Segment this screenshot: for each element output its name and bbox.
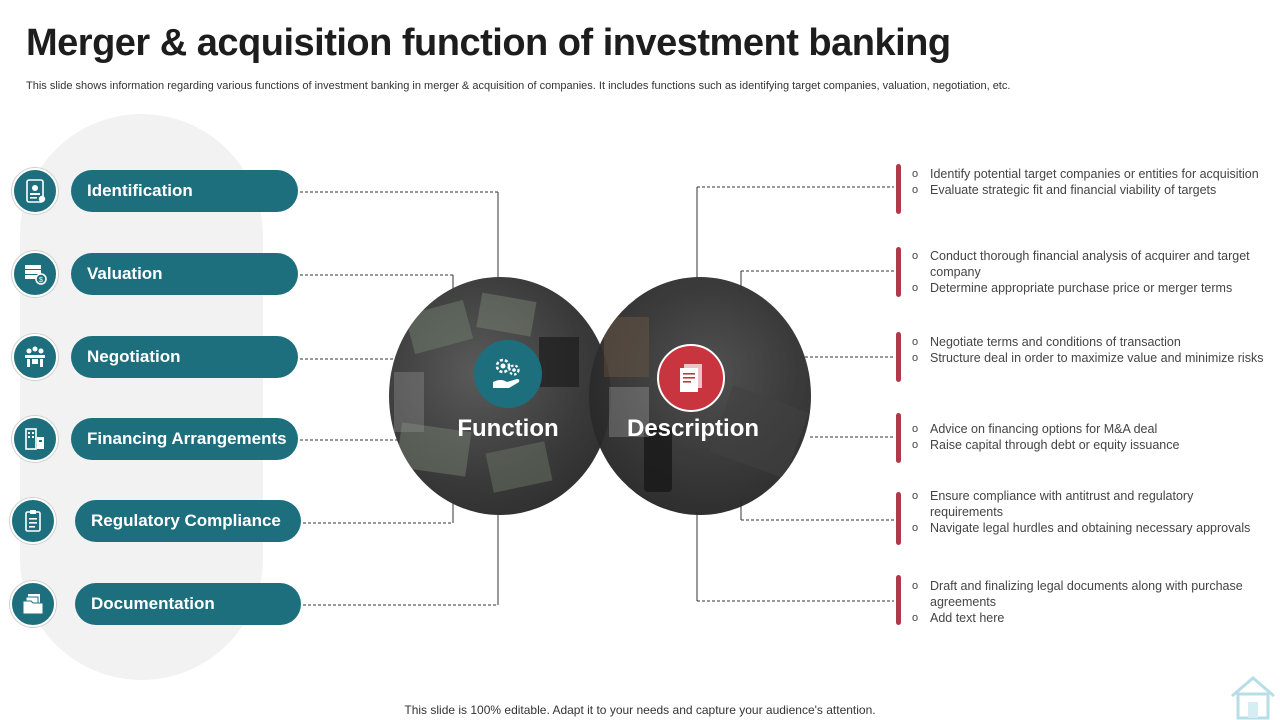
description-block-identification: Identify potential target companies or e… <box>896 164 1266 214</box>
description-item: Navigate legal hurdles and obtaining nec… <box>912 520 1266 536</box>
clipboard-checklist-icon <box>10 498 56 544</box>
building-finance-icon <box>12 416 58 462</box>
description-block-negotiation: Negotiate terms and conditions of transa… <box>896 332 1266 382</box>
description-list: Negotiate terms and conditions of transa… <box>912 334 1263 366</box>
slide-title: Merger & acquisition function of investm… <box>26 22 951 64</box>
description-item: Conduct thorough financial analysis of a… <box>912 248 1266 280</box>
function-pill-regulatory-compliance: Regulatory Compliance <box>75 500 301 542</box>
description-block-regulatory-compliance: Ensure compliance with antitrust and reg… <box>896 488 1266 545</box>
description-item: Identify potential target companies or e… <box>912 166 1259 182</box>
description-item: Evaluate strategic fit and financial via… <box>912 182 1259 198</box>
description-list: Draft and finalizing legal documents alo… <box>912 578 1266 626</box>
description-accent-bar <box>896 413 901 463</box>
id-badge-icon <box>12 168 58 214</box>
function-pill-identification: Identification <box>71 170 298 212</box>
function-pill-documentation: Documentation <box>75 583 301 625</box>
description-accent-bar <box>896 164 901 214</box>
description-block-financing-arrangements: Advice on financing options for M&A deal… <box>896 413 1266 463</box>
money-desk-photo-left <box>394 292 579 493</box>
description-list: Advice on financing options for M&A deal… <box>912 421 1179 453</box>
description-item: Add text here <box>912 610 1266 626</box>
function-row-negotiation: Negotiation <box>12 334 302 380</box>
documents-icon <box>657 344 725 412</box>
gears-hand-icon <box>474 340 542 408</box>
description-accent-bar <box>896 332 901 382</box>
function-row-financing-arrangements: Financing Arrangements <box>12 416 302 462</box>
description-block-documentation: Draft and finalizing legal documents alo… <box>896 575 1266 626</box>
description-label: Description <box>626 415 760 442</box>
function-pill-valuation: Valuation <box>71 253 298 295</box>
function-row-identification: Identification <box>12 168 302 214</box>
function-pill-financing-arrangements: Financing Arrangements <box>71 418 298 460</box>
description-accent-bar <box>896 247 901 297</box>
description-block-valuation: Conduct thorough financial analysis of a… <box>896 247 1266 297</box>
slide-footer: This slide is 100% editable. Adapt it to… <box>404 703 876 717</box>
description-list: Ensure compliance with antitrust and reg… <box>912 488 1266 536</box>
home-icon[interactable] <box>1228 674 1278 720</box>
function-row-documentation: Documentation <box>10 581 302 627</box>
function-pill-negotiation: Negotiation <box>71 336 298 378</box>
function-label: Function <box>457 415 559 442</box>
description-circle <box>589 277 811 515</box>
description-list: Conduct thorough financial analysis of a… <box>912 248 1266 296</box>
description-item: Ensure compliance with antitrust and reg… <box>912 488 1266 520</box>
description-item: Determine appropriate purchase price or … <box>912 280 1266 296</box>
description-item: Advice on financing options for M&A deal <box>912 421 1179 437</box>
meeting-table-icon <box>12 334 58 380</box>
description-item: Structure deal in order to maximize valu… <box>912 350 1263 366</box>
function-row-regulatory-compliance: Regulatory Compliance <box>10 498 302 544</box>
description-accent-bar <box>896 492 901 545</box>
description-item: Draft and finalizing legal documents alo… <box>912 578 1266 610</box>
folder-documents-icon <box>10 581 56 627</box>
slide-subtitle: This slide shows information regarding v… <box>26 80 1011 92</box>
description-item: Negotiate terms and conditions of transa… <box>912 334 1263 350</box>
money-desk-photo-right <box>604 317 809 492</box>
description-item: Raise capital through debt or equity iss… <box>912 437 1179 453</box>
description-list: Identify potential target companies or e… <box>912 166 1259 198</box>
money-stack-icon: $ <box>12 251 58 297</box>
function-circle <box>389 277 611 515</box>
svg-text:$: $ <box>39 277 43 284</box>
function-row-valuation: $ Valuation <box>12 251 302 297</box>
description-accent-bar <box>896 575 901 625</box>
